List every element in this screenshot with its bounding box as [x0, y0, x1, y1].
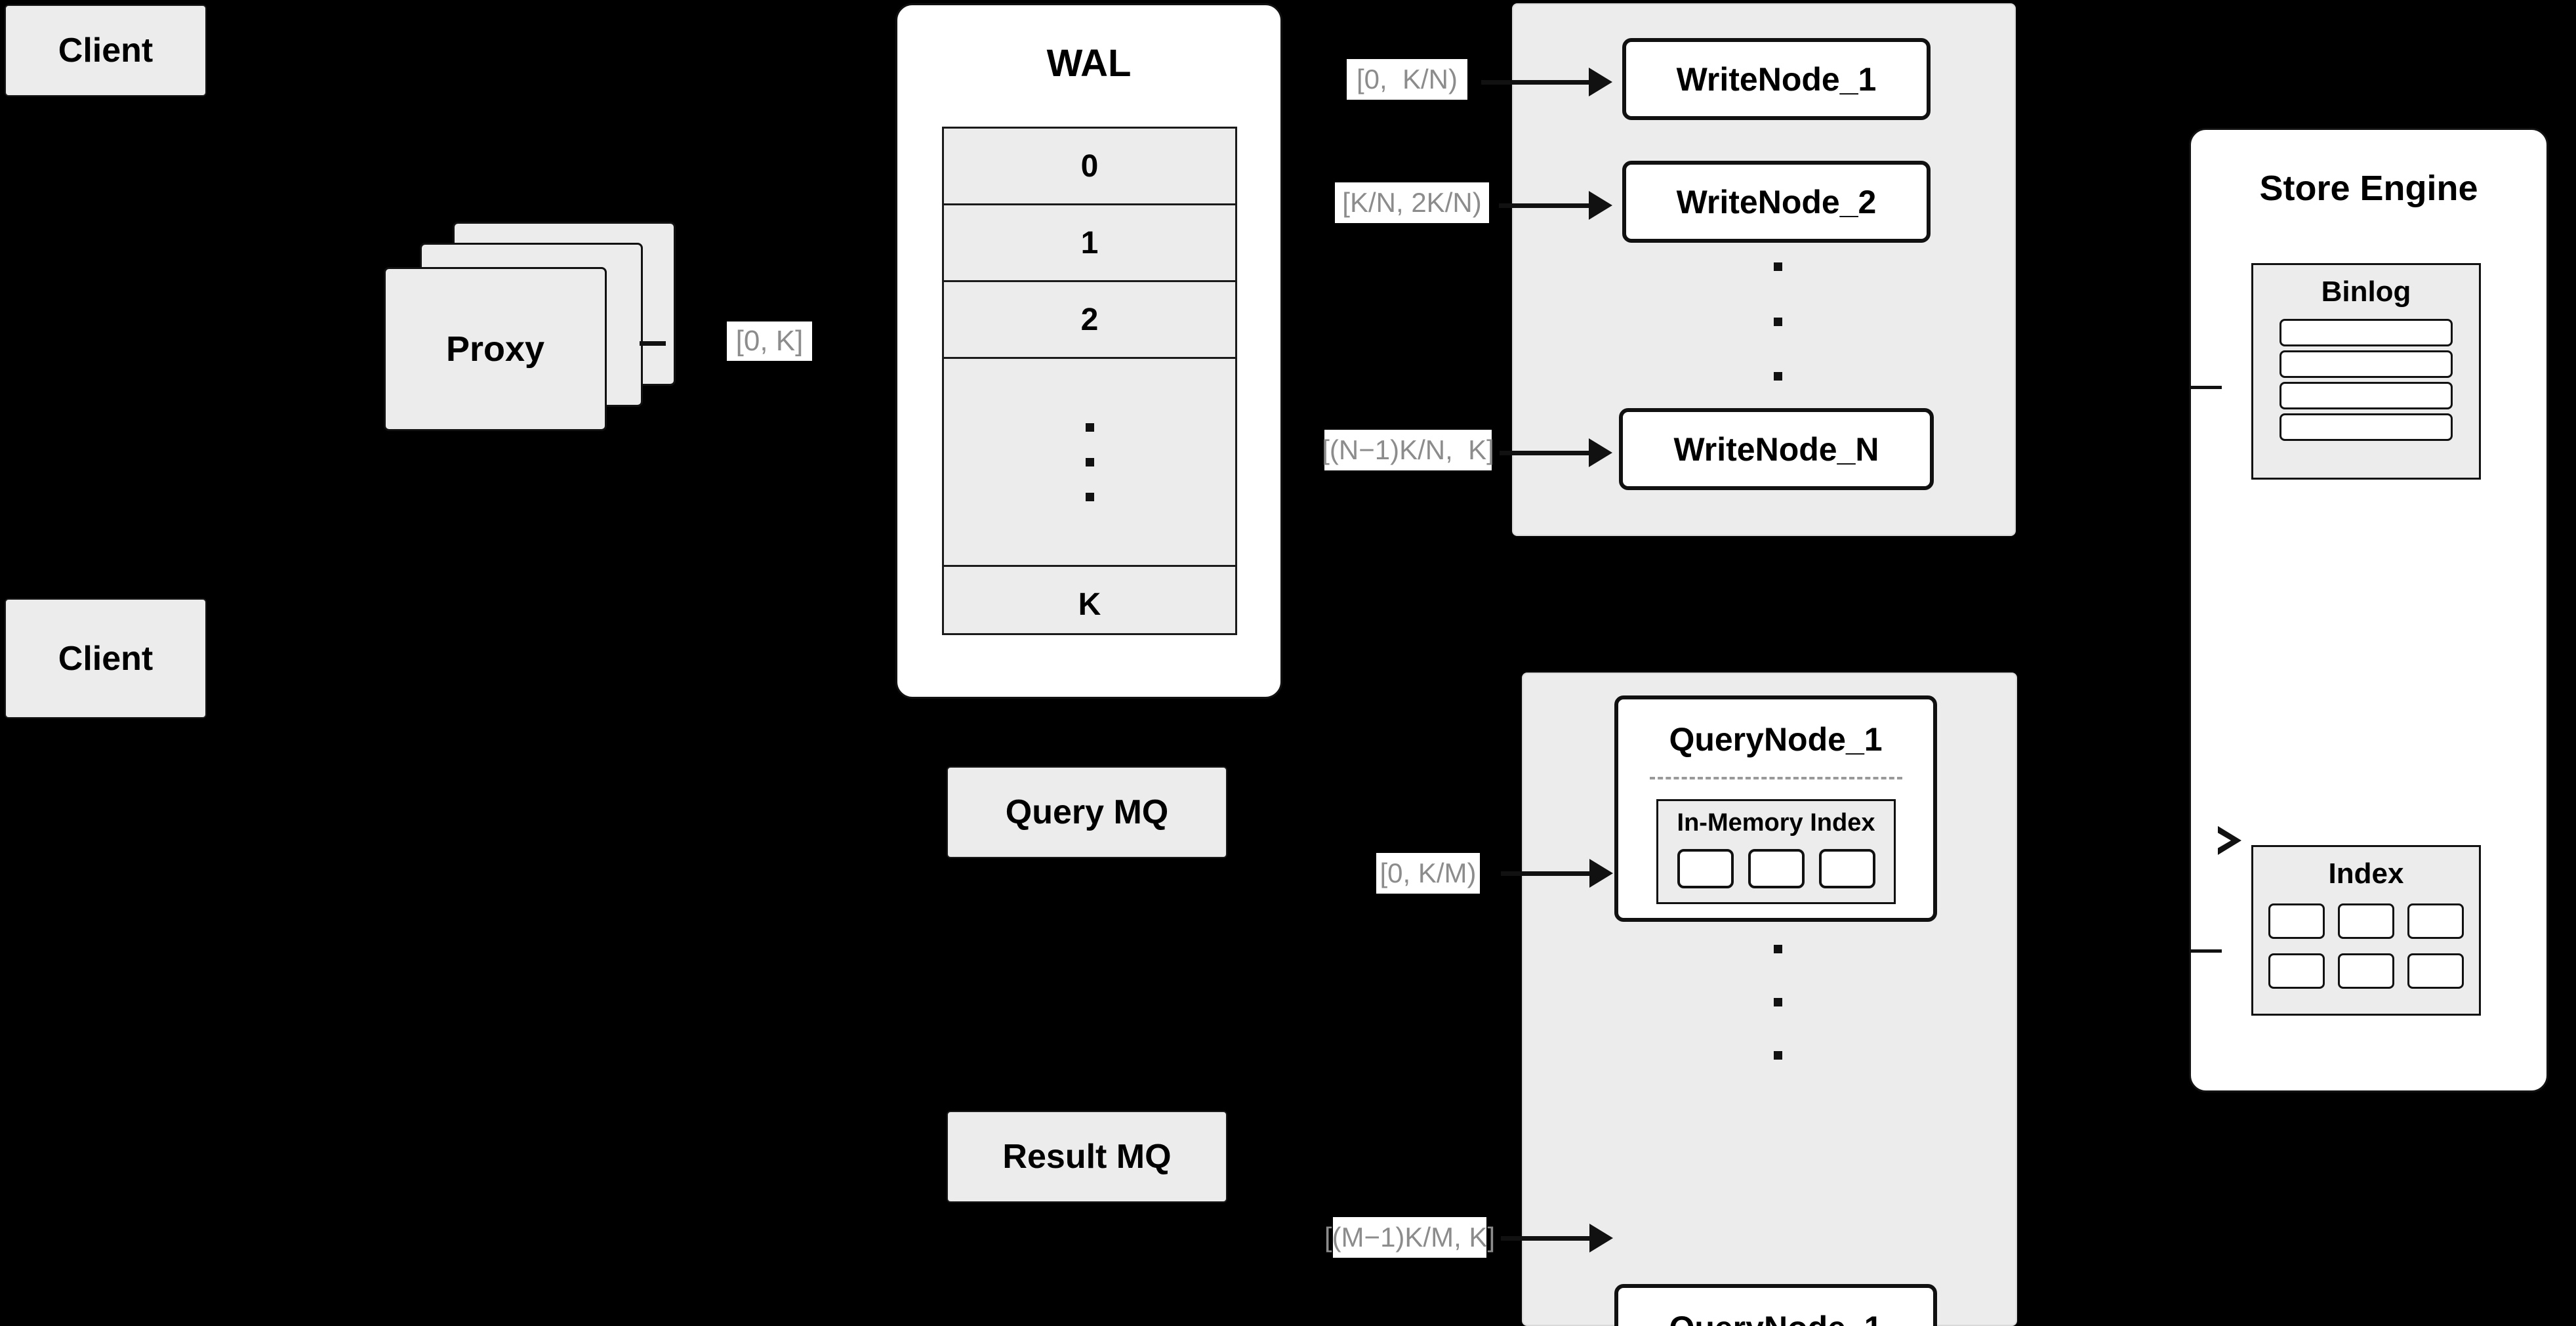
query-node-1-separator — [1650, 777, 1902, 779]
write-node-2[interactable]: WriteNode_2 — [1622, 161, 1931, 243]
query-mq-box[interactable]: Query MQ — [947, 766, 1227, 858]
client-box-2[interactable]: Client — [5, 598, 207, 718]
arrow-head-writenode-2 — [1589, 191, 1612, 220]
client-box-1[interactable]: Client — [5, 5, 207, 96]
wal-row: 0 — [944, 129, 1235, 205]
index-slot — [2407, 903, 2464, 939]
arrow-line-to-binlog — [2189, 386, 2222, 389]
wal-row-ellipsis — [944, 359, 1235, 567]
edge-label-mq-to-querynode-m: [(M−1)K/M, K] — [1324, 1217, 1495, 1258]
arrow-head-writenode-n — [1589, 438, 1612, 467]
edge-label-wal-to-writenode-1: [0, K/N) — [1347, 59, 1467, 100]
store-engine-container: Store Engine Binlog Index — [2189, 128, 2548, 1092]
ellipsis-dot-icon — [1773, 945, 1782, 953]
query-node-1-memory-index: In-Memory Index — [1656, 799, 1896, 904]
wal-container: WAL 0 1 2 K — [895, 3, 1282, 699]
index-slot — [2407, 953, 2464, 989]
write-node-n[interactable]: WriteNode_N — [1619, 408, 1934, 490]
proxy-label: Proxy — [445, 329, 545, 369]
arrow-head-querynode-m — [1589, 1224, 1613, 1253]
wal-row: 2 — [944, 282, 1235, 359]
proxy-card-front[interactable]: Proxy — [384, 267, 607, 431]
write-node-1-label: WriteNode_1 — [1676, 60, 1877, 98]
wal-row: K — [1078, 587, 1101, 622]
arrow-head-to-binlog — [2215, 826, 2241, 855]
ellipsis-dot-icon — [1085, 423, 1094, 432]
ellipsis-dot-icon — [1085, 492, 1094, 501]
edge-label-wal-to-writenode-n: [(N−1)K/N, K] — [1322, 430, 1494, 470]
arrow-line-writenode-n — [1500, 451, 1595, 455]
proxy-connector-nub — [640, 341, 666, 346]
query-mq-label: Query MQ — [1005, 793, 1169, 831]
query-node-1-memory-index-title: In-Memory Index — [1677, 809, 1875, 837]
arrow-line-writenode-1 — [1481, 80, 1593, 85]
ellipsis-dot-icon — [1773, 317, 1782, 326]
binlog-entry — [2280, 382, 2453, 409]
write-node-n-label: WriteNode_N — [1673, 430, 1879, 468]
result-mq-label: Result MQ — [1002, 1138, 1172, 1176]
write-node-2-label: WriteNode_2 — [1676, 183, 1877, 220]
arrow-line-querynode-m — [1501, 1236, 1596, 1241]
write-cluster-ellipsis — [1719, 262, 1837, 381]
arrow-head-writenode-1 — [1589, 68, 1612, 96]
index-box: Index — [2251, 845, 2481, 1016]
binlog-title: Binlog — [2321, 276, 2411, 308]
ellipsis-dot-icon — [1773, 998, 1782, 1006]
wal-table: 0 1 2 K — [942, 127, 1237, 635]
binlog-box: Binlog — [2251, 263, 2481, 480]
ellipsis-dot-icon — [1773, 262, 1782, 271]
index-slot — [2268, 903, 2325, 939]
query-cluster-ellipsis — [1719, 945, 1837, 1060]
store-engine-title: Store Engine — [2259, 169, 2478, 208]
arrow-line-to-index — [2189, 949, 2222, 953]
edge-label-proxy-to-wal-text: [0, K] — [735, 325, 804, 357]
wal-title: WAL — [1046, 42, 1132, 85]
write-node-1[interactable]: WriteNode_1 — [1622, 38, 1931, 120]
query-node-1-title: QueryNode_1 — [1669, 721, 1883, 758]
client-label-2: Client — [58, 639, 153, 678]
index-slot — [2338, 903, 2394, 939]
binlog-entry — [2280, 350, 2453, 378]
memory-index-slot — [1818, 849, 1875, 888]
ellipsis-dot-icon — [1773, 372, 1782, 381]
query-node-m[interactable]: QueryNode_1 In-Memory Index — [1614, 1284, 1937, 1326]
index-slot — [2268, 953, 2325, 989]
memory-index-slot — [1677, 849, 1734, 888]
ellipsis-dot-icon — [1773, 1051, 1782, 1060]
edge-label-proxy-to-wal: [0, K] — [727, 321, 812, 361]
arrow-line-writenode-2 — [1499, 203, 1594, 208]
binlog-entry — [2280, 319, 2453, 346]
index-slot — [2338, 953, 2394, 989]
ellipsis-dot-icon — [1085, 457, 1094, 466]
query-node-1[interactable]: QueryNode_1 In-Memory Index — [1614, 695, 1937, 922]
edge-label-mq-to-querynode-1: [0, K/M) — [1376, 853, 1480, 894]
binlog-entry — [2280, 413, 2453, 441]
client-label-1: Client — [58, 31, 153, 70]
result-mq-box[interactable]: Result MQ — [947, 1111, 1227, 1203]
arrow-line-querynode-1 — [1501, 871, 1596, 876]
arrow-head-querynode-1 — [1589, 859, 1613, 888]
query-node-m-title: QueryNode_1 — [1618, 1309, 1933, 1326]
memory-index-slot — [1748, 849, 1805, 888]
wal-row: 1 — [944, 205, 1235, 282]
edge-label-wal-to-writenode-2: [K/N, 2K/N) — [1335, 182, 1489, 223]
index-title: Index — [2328, 858, 2404, 890]
